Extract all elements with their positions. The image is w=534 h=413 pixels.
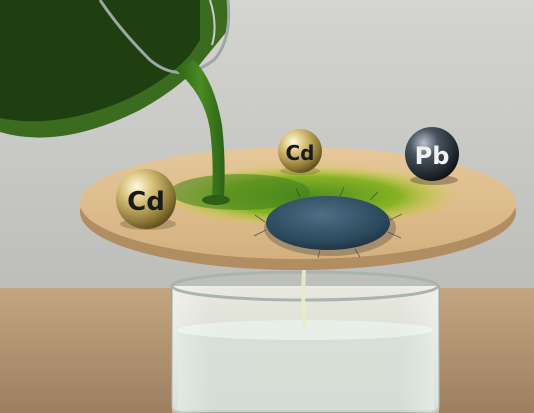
green-liquid-stream [176,60,225,198]
cd-large-label: Cd [127,187,165,217]
drip-stream [301,269,307,331]
pb-label: Pb [415,142,450,170]
liquid-splash [202,195,230,205]
pb-sphere: Pb [405,127,459,185]
pouring-pitcher [0,0,231,138]
glass-beaker [170,269,440,413]
cd-sphere-large: Cd [116,169,176,230]
fiber-pad [253,186,403,259]
cd-sphere-small: Cd [278,129,322,175]
cd-small-label: Cd [286,141,315,165]
